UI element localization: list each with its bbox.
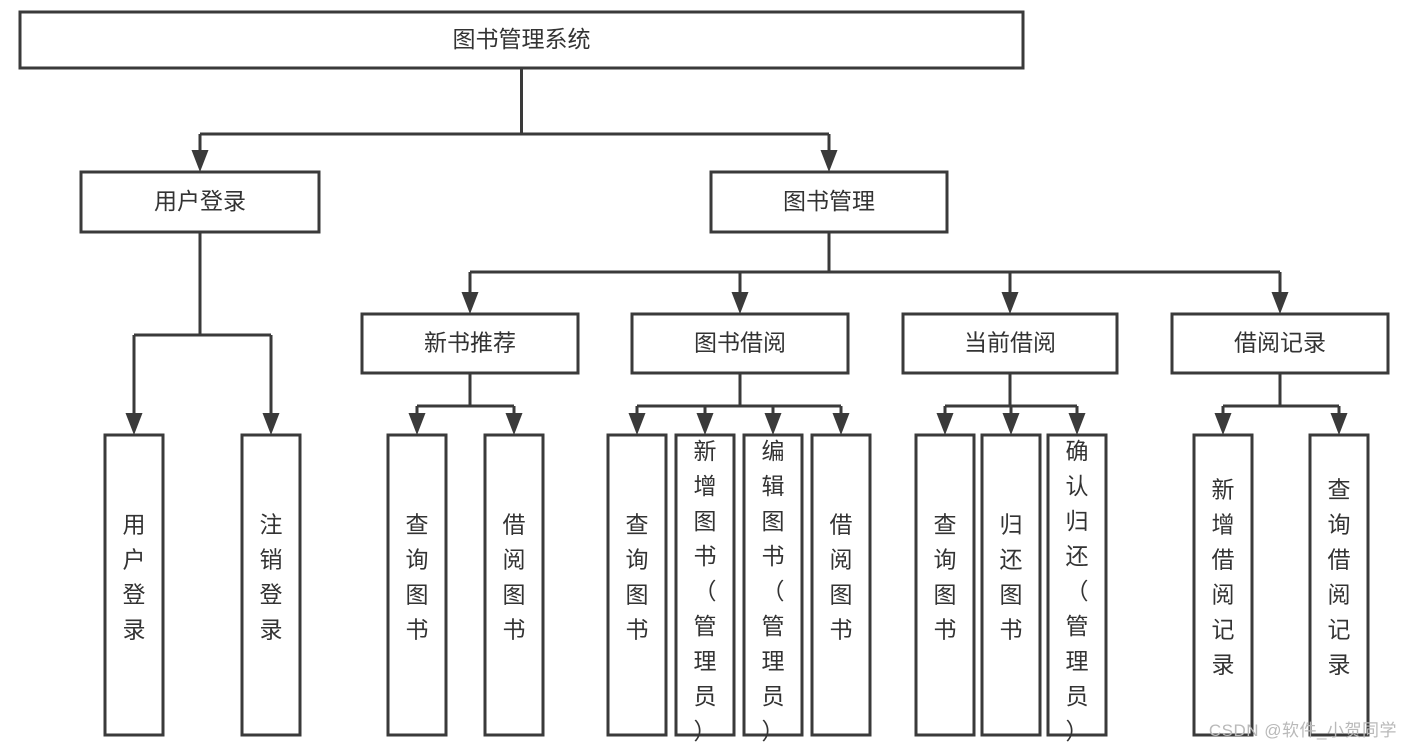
node-box[interactable] — [360, 312, 580, 375]
arrow-head — [1001, 292, 1019, 314]
node-label: 借阅记录 — [1234, 330, 1326, 356]
node-label: 查询借阅记录 — [1328, 477, 1351, 678]
node-box[interactable] — [674, 433, 736, 737]
arrow-head — [408, 413, 426, 435]
node-book-borrow[interactable]: 图书借阅 — [630, 312, 850, 375]
node-box[interactable] — [980, 433, 1042, 737]
arrow-head — [505, 413, 523, 435]
arrow-head — [191, 150, 209, 172]
node-box[interactable] — [18, 10, 1025, 70]
node-box[interactable] — [606, 433, 668, 737]
node-user-login[interactable]: 用户登录 — [79, 170, 321, 234]
node-new-book-recommend[interactable]: 新书推荐 — [360, 312, 580, 375]
node-layer: 图书管理系统用户登录图书管理用户登录注销登录新书推荐查询图书借阅图书图书借阅查询… — [18, 10, 1390, 744]
node-book-management[interactable]: 图书管理 — [709, 170, 949, 234]
arrow-head — [832, 413, 850, 435]
node-current-borrow[interactable]: 当前借阅 — [901, 312, 1119, 375]
node-label: 查询图书 — [626, 512, 649, 643]
node-label: 新增借阅记录 — [1212, 477, 1235, 678]
arrow-head — [628, 413, 646, 435]
arrow-head — [461, 292, 479, 314]
node-box[interactable] — [630, 312, 850, 375]
node-label: 图书管理系统 — [453, 26, 591, 52]
node-box[interactable] — [1192, 433, 1254, 737]
arrow-head — [696, 413, 714, 435]
node-label: 编辑图书（管理员） — [762, 438, 785, 744]
node-box[interactable] — [1308, 433, 1370, 737]
node-box[interactable] — [709, 170, 949, 234]
arrow-head — [731, 292, 749, 314]
node-borrow-borrow-book[interactable]: 借阅图书 — [810, 433, 872, 737]
arrow-head — [1330, 413, 1348, 435]
node-label: 用户登录 — [123, 512, 146, 643]
node-label: 当前借阅 — [964, 330, 1056, 356]
connector-layer — [125, 68, 1348, 435]
arrow-head — [1002, 413, 1020, 435]
node-label: 查询图书 — [934, 512, 957, 643]
arrow-head — [936, 413, 954, 435]
node-current-query-book[interactable]: 查询图书 — [914, 433, 976, 737]
node-label: 归还图书 — [1000, 512, 1023, 643]
node-box[interactable] — [810, 433, 872, 737]
watermark-text: CSDN @软件_小贺同学 — [1208, 721, 1397, 740]
node-box[interactable] — [914, 433, 976, 737]
node-box[interactable] — [1046, 433, 1108, 737]
node-box[interactable] — [240, 433, 302, 737]
node-label: 注销登录 — [260, 512, 283, 643]
node-recommend-borrow-book[interactable]: 借阅图书 — [483, 433, 545, 737]
node-box[interactable] — [483, 433, 545, 737]
node-box[interactable] — [1170, 312, 1390, 375]
arrow-head — [820, 150, 838, 172]
arrow-head — [262, 413, 280, 435]
arrow-head — [764, 413, 782, 435]
arrow-head — [1214, 413, 1232, 435]
node-label: 用户登录 — [154, 188, 246, 214]
arrow-head — [125, 413, 143, 435]
node-label: 新书推荐 — [424, 330, 516, 356]
node-borrow-add-book[interactable]: 新增图书（管理员） — [674, 433, 736, 744]
node-borrow-edit-book[interactable]: 编辑图书（管理员） — [742, 433, 804, 744]
node-borrow-query-book[interactable]: 查询图书 — [606, 433, 668, 737]
node-records-query[interactable]: 查询借阅记录 — [1308, 433, 1370, 737]
node-label: 借阅图书 — [503, 512, 526, 643]
node-box[interactable] — [103, 433, 165, 737]
node-box[interactable] — [386, 433, 448, 737]
node-box[interactable] — [742, 433, 804, 737]
node-current-return-book[interactable]: 归还图书 — [980, 433, 1042, 737]
node-label: 借阅图书 — [830, 512, 853, 643]
node-label: 图书借阅 — [694, 330, 786, 356]
node-user-login-login[interactable]: 用户登录 — [103, 433, 165, 737]
node-label: 查询图书 — [406, 512, 429, 643]
node-box[interactable] — [79, 170, 321, 234]
node-root[interactable]: 图书管理系统 — [18, 10, 1025, 70]
node-user-login-logout[interactable]: 注销登录 — [240, 433, 302, 737]
node-box[interactable] — [901, 312, 1119, 375]
node-label: 图书管理 — [783, 188, 875, 214]
node-records-add[interactable]: 新增借阅记录 — [1192, 433, 1254, 737]
node-recommend-query-book[interactable]: 查询图书 — [386, 433, 448, 737]
node-label: 确认归还（管理员） — [1066, 438, 1089, 744]
node-label: 新增图书（管理员） — [694, 438, 717, 744]
arrow-head — [1068, 413, 1086, 435]
node-borrow-records[interactable]: 借阅记录 — [1170, 312, 1390, 375]
arrow-head — [1271, 292, 1289, 314]
node-current-confirm-return[interactable]: 确认归还（管理员） — [1046, 433, 1108, 744]
